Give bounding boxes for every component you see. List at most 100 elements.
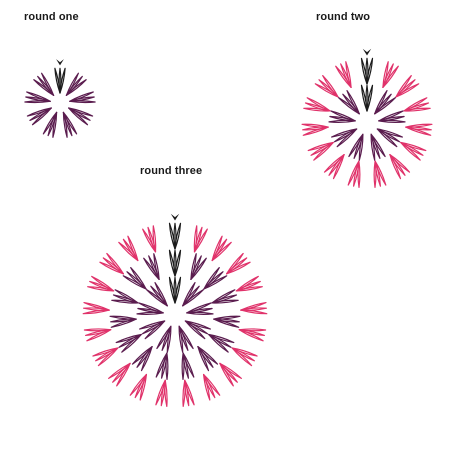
stitch-cluster (54, 67, 66, 94)
stitch-loop (378, 119, 406, 124)
stitch-loop (374, 97, 396, 115)
stitch-cluster (370, 133, 386, 161)
start-marker-icon (170, 213, 180, 221)
stitch-loop (83, 328, 112, 332)
stitch-loop (114, 289, 139, 304)
stitch-cluster (142, 225, 157, 253)
stitch-cluster (405, 123, 433, 136)
stitch-cluster (331, 128, 358, 148)
start-marker-icon (362, 48, 372, 56)
stitch-loop (211, 241, 232, 262)
stitch-cluster (211, 235, 232, 262)
stitch-loop (109, 315, 137, 320)
stitch-cluster (65, 72, 87, 96)
round-three-label: round three (140, 165, 203, 177)
stitch-cluster (109, 315, 137, 328)
stitch-cluster (122, 267, 147, 290)
stitch-loop (203, 373, 211, 401)
stitch-cluster (26, 107, 52, 126)
stitch-loop (127, 235, 139, 262)
stitch-cluster (360, 84, 374, 112)
stitch-cluster (307, 141, 334, 161)
stitch-cluster (156, 325, 172, 353)
round-two-label: round two (316, 11, 371, 23)
stitch-cluster (203, 373, 221, 401)
stitch-loop (389, 154, 402, 180)
stitch-cluster (328, 110, 356, 124)
stitch-loop (382, 65, 399, 88)
stitch-loop (203, 275, 228, 290)
stitch-cluster (347, 160, 361, 188)
stitch-loop (400, 141, 421, 161)
stitch-cluster (376, 128, 403, 148)
stitch-loop (231, 347, 253, 367)
stitch-cluster (389, 154, 411, 180)
stitch-cluster (213, 315, 241, 328)
stitch-loop (174, 222, 182, 250)
stitch-cluster (403, 97, 431, 112)
stitch-cluster (68, 107, 94, 126)
stitch-cluster (136, 302, 164, 316)
stitch-loop (182, 379, 186, 407)
stitch-cluster (129, 373, 147, 401)
stitch-loop (155, 379, 166, 406)
stitch-cluster (301, 123, 329, 136)
stitch-loop (348, 133, 364, 158)
stitch-cluster (115, 333, 142, 353)
stitch-cluster (83, 328, 112, 342)
stitch-cluster (42, 111, 58, 138)
stitch-loop (208, 333, 229, 353)
stitch-cluster (92, 347, 119, 367)
stitch-cluster (168, 222, 182, 250)
stitch-loop (62, 111, 68, 138)
stitch-loop (306, 97, 331, 112)
stitch-loop (153, 253, 160, 280)
stitch-loop (213, 318, 240, 328)
stitch-cluster (226, 252, 251, 275)
stitch-cluster (190, 253, 207, 280)
stitch-loop (347, 160, 360, 186)
stitch-cluster (118, 235, 139, 262)
stitch-loop (211, 299, 239, 304)
stitch-cluster (193, 225, 208, 253)
stitch-cluster (400, 141, 427, 161)
stitch-loop (26, 107, 52, 117)
stitch-loop (130, 267, 147, 290)
stitch-cluster (168, 249, 182, 277)
stitch-cluster (62, 111, 78, 138)
stitch-loop (129, 373, 147, 396)
stitch-cluster (33, 72, 55, 96)
stitch-loop (108, 362, 131, 379)
stitch-cluster (208, 333, 235, 353)
stitch-cluster (178, 325, 194, 353)
stitch-cluster (360, 57, 374, 85)
round-two-diagram (301, 48, 433, 188)
stitch-cluster (211, 289, 239, 304)
stitch-loop (190, 257, 207, 280)
stitch-cluster (82, 302, 110, 315)
stitch-loop (403, 107, 431, 112)
stitch-cluster (373, 160, 387, 188)
stitch-loop (174, 276, 182, 304)
round-one-diagram (24, 59, 96, 138)
stitch-cluster (395, 75, 420, 98)
stitch-cluster (69, 91, 96, 104)
stitch-cluster (303, 97, 331, 112)
stitch-cluster (348, 133, 364, 161)
stitch-cluster (323, 154, 345, 180)
stitch-cluster (131, 346, 153, 372)
stitch-loop (83, 302, 110, 311)
stitch-cluster (382, 61, 399, 88)
stitch-loop (373, 160, 377, 188)
stitch-cluster (197, 346, 219, 372)
start-marker-icon (56, 59, 64, 66)
stitch-loop (174, 249, 182, 277)
stitch-loop (366, 57, 374, 85)
stitch-cluster (155, 352, 169, 380)
stitch-cluster (143, 253, 160, 280)
stitch-cluster (235, 275, 263, 292)
stitch-cluster (99, 252, 124, 275)
stitch-loop (238, 329, 264, 342)
stitch-cluster (231, 347, 258, 367)
